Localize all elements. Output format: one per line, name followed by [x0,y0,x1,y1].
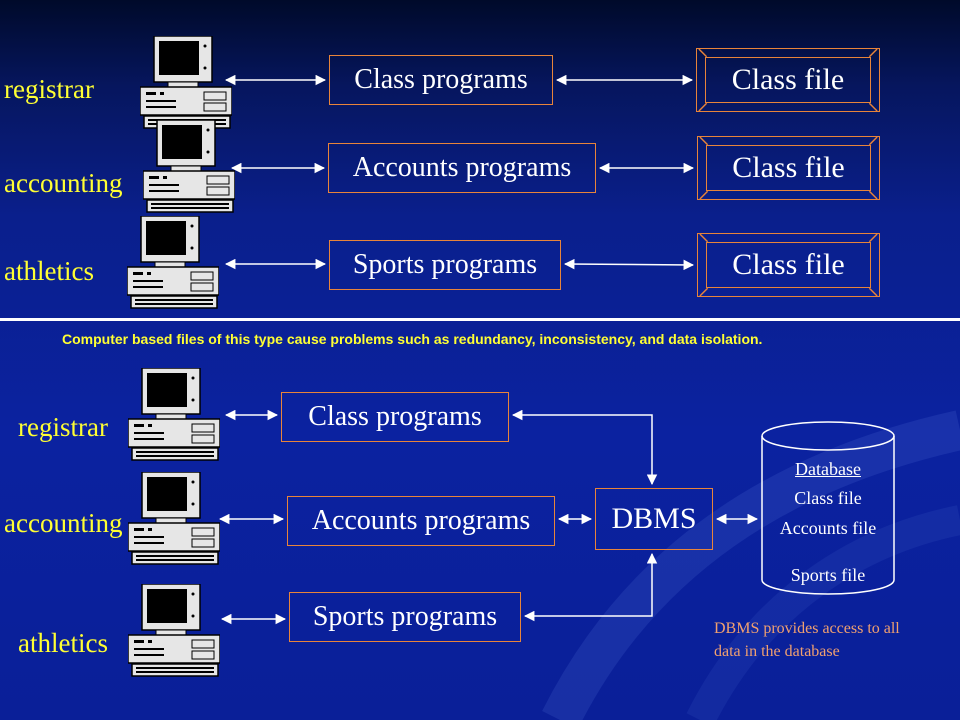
database-file-sports: Sports file [790,565,866,585]
program-box-accounts-top: Accounts programs [328,143,596,193]
file-box-label: Class file [706,145,871,191]
program-box-accounts-bottom: Accounts programs [287,496,555,546]
role-label-registrar-top: registrar [4,74,94,104]
database-cylinder-icon [761,421,895,595]
file-box-class-1: Class file [696,48,880,112]
program-box-sports-top: Sports programs [329,240,561,290]
file-box-class-3: Class file [697,233,880,297]
database-file-class: Class file [794,488,862,508]
program-box-class-top: Class programs [329,55,553,105]
database-title: Database [795,459,861,479]
dbms-note: DBMS provides access to all data in the … [714,620,900,660]
role-label-accounting-top: accounting [4,168,123,198]
role-label-athletics-top: athletics [4,256,94,286]
file-box-class-2: Class file [697,136,880,200]
program-box-sports-bottom: Sports programs [289,592,521,642]
file-box-label: Class file [705,57,871,103]
role-label-registrar-bottom: registrar [18,412,108,442]
problem-caption: Computer based files of this type cause … [62,331,763,347]
database-file-accounts: Accounts file [779,518,877,538]
file-box-label: Class file [706,242,871,288]
role-label-accounting-bottom: accounting [4,508,123,538]
role-label-athletics-bottom: athletics [18,628,108,658]
program-box-class-bottom: Class programs [281,392,509,442]
section-divider [0,318,960,321]
dbms-box: DBMS [595,488,713,550]
